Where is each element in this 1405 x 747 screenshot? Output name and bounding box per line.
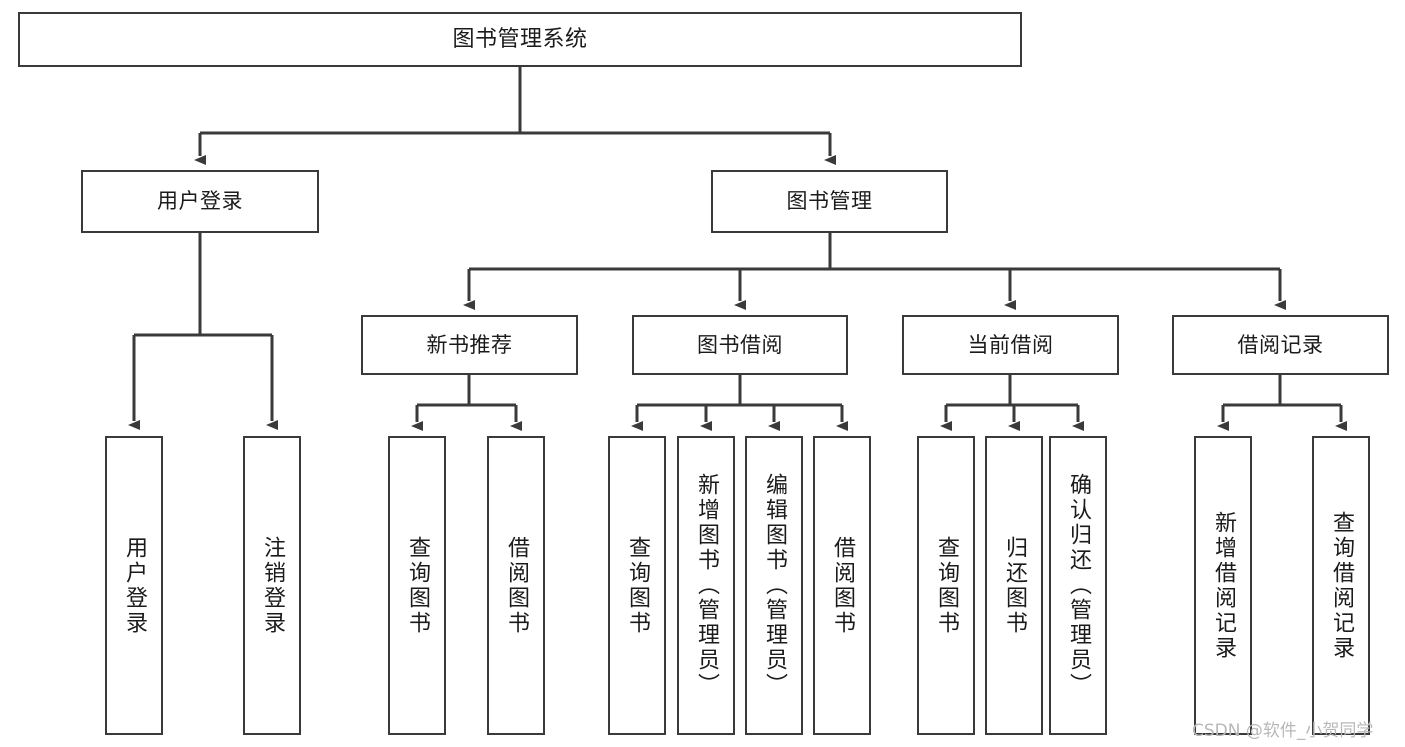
edge-group-new-book-recommend <box>411 375 522 431</box>
watermark: CSDN @软件_小贺同学 <box>1192 721 1374 741</box>
node-leaf-return-book-label: 归还图书 <box>1002 535 1027 636</box>
node-book-manage-label: 图书管理 <box>786 189 873 214</box>
node-leaf-query-book-3[interactable]: 查询图书 <box>917 436 975 735</box>
node-root-label: 图书管理系统 <box>452 26 588 52</box>
node-leaf-user-login-label: 用户登录 <box>122 535 147 636</box>
node-book-manage[interactable]: 图书管理 <box>711 170 948 233</box>
node-current-borrow-label: 当前借阅 <box>967 332 1054 357</box>
node-leaf-borrow-book-2-label: 借阅图书 <box>830 535 855 636</box>
node-leaf-query-book-2[interactable]: 查询图书 <box>608 436 666 735</box>
node-leaf-query-book-3-label: 查询图书 <box>934 535 959 636</box>
node-leaf-user-logout-label: 注销登录 <box>260 535 285 636</box>
node-user-login-label: 用户登录 <box>157 189 243 214</box>
node-new-book-recommend-label: 新书推荐 <box>426 332 513 357</box>
edge-group-book-manage <box>463 233 1286 310</box>
node-borrow-record-label: 借阅记录 <box>1237 332 1324 357</box>
node-leaf-add-book-label: 新增图书（管理员） <box>694 473 719 698</box>
node-leaf-query-record-label: 查询借阅记录 <box>1329 510 1354 661</box>
edge-group-user-login <box>128 233 278 430</box>
node-root[interactable]: 图书管理系统 <box>18 12 1022 67</box>
node-borrow-record[interactable]: 借阅记录 <box>1172 315 1389 375</box>
node-current-borrow[interactable]: 当前借阅 <box>902 315 1119 375</box>
node-leaf-edit-book-label: 编辑图书（管理员） <box>762 473 787 698</box>
edge-group-current-borrow <box>940 375 1084 431</box>
node-leaf-add-record[interactable]: 新增借阅记录 <box>1194 436 1252 735</box>
node-leaf-borrow-book-1[interactable]: 借阅图书 <box>487 436 545 735</box>
node-leaf-user-login[interactable]: 用户登录 <box>105 436 163 735</box>
node-leaf-return-book[interactable]: 归还图书 <box>985 436 1043 735</box>
edge-group-book-borrow <box>631 375 848 431</box>
node-leaf-borrow-book-1-label: 借阅图书 <box>504 535 529 636</box>
node-leaf-borrow-book-2[interactable]: 借阅图书 <box>813 436 871 735</box>
node-user-login[interactable]: 用户登录 <box>81 170 319 233</box>
node-leaf-confirm-return[interactable]: 确认归还（管理员） <box>1049 436 1107 735</box>
edge-group-root <box>194 67 836 165</box>
edge-group-borrow-record <box>1217 375 1347 431</box>
node-new-book-recommend[interactable]: 新书推荐 <box>361 315 578 375</box>
node-leaf-query-book-1[interactable]: 查询图书 <box>388 436 446 735</box>
node-book-borrow-label: 图书借阅 <box>697 332 783 357</box>
node-leaf-query-book-1-label: 查询图书 <box>405 535 430 636</box>
node-leaf-add-record-label: 新增借阅记录 <box>1211 510 1236 661</box>
node-leaf-confirm-return-label: 确认归还（管理员） <box>1066 473 1091 698</box>
node-leaf-user-logout[interactable]: 注销登录 <box>243 436 301 735</box>
node-leaf-add-book[interactable]: 新增图书（管理员） <box>677 436 735 735</box>
node-leaf-query-record[interactable]: 查询借阅记录 <box>1312 436 1370 735</box>
node-leaf-edit-book[interactable]: 编辑图书（管理员） <box>745 436 803 735</box>
node-book-borrow[interactable]: 图书借阅 <box>632 315 848 375</box>
node-leaf-query-book-2-label: 查询图书 <box>625 535 650 636</box>
